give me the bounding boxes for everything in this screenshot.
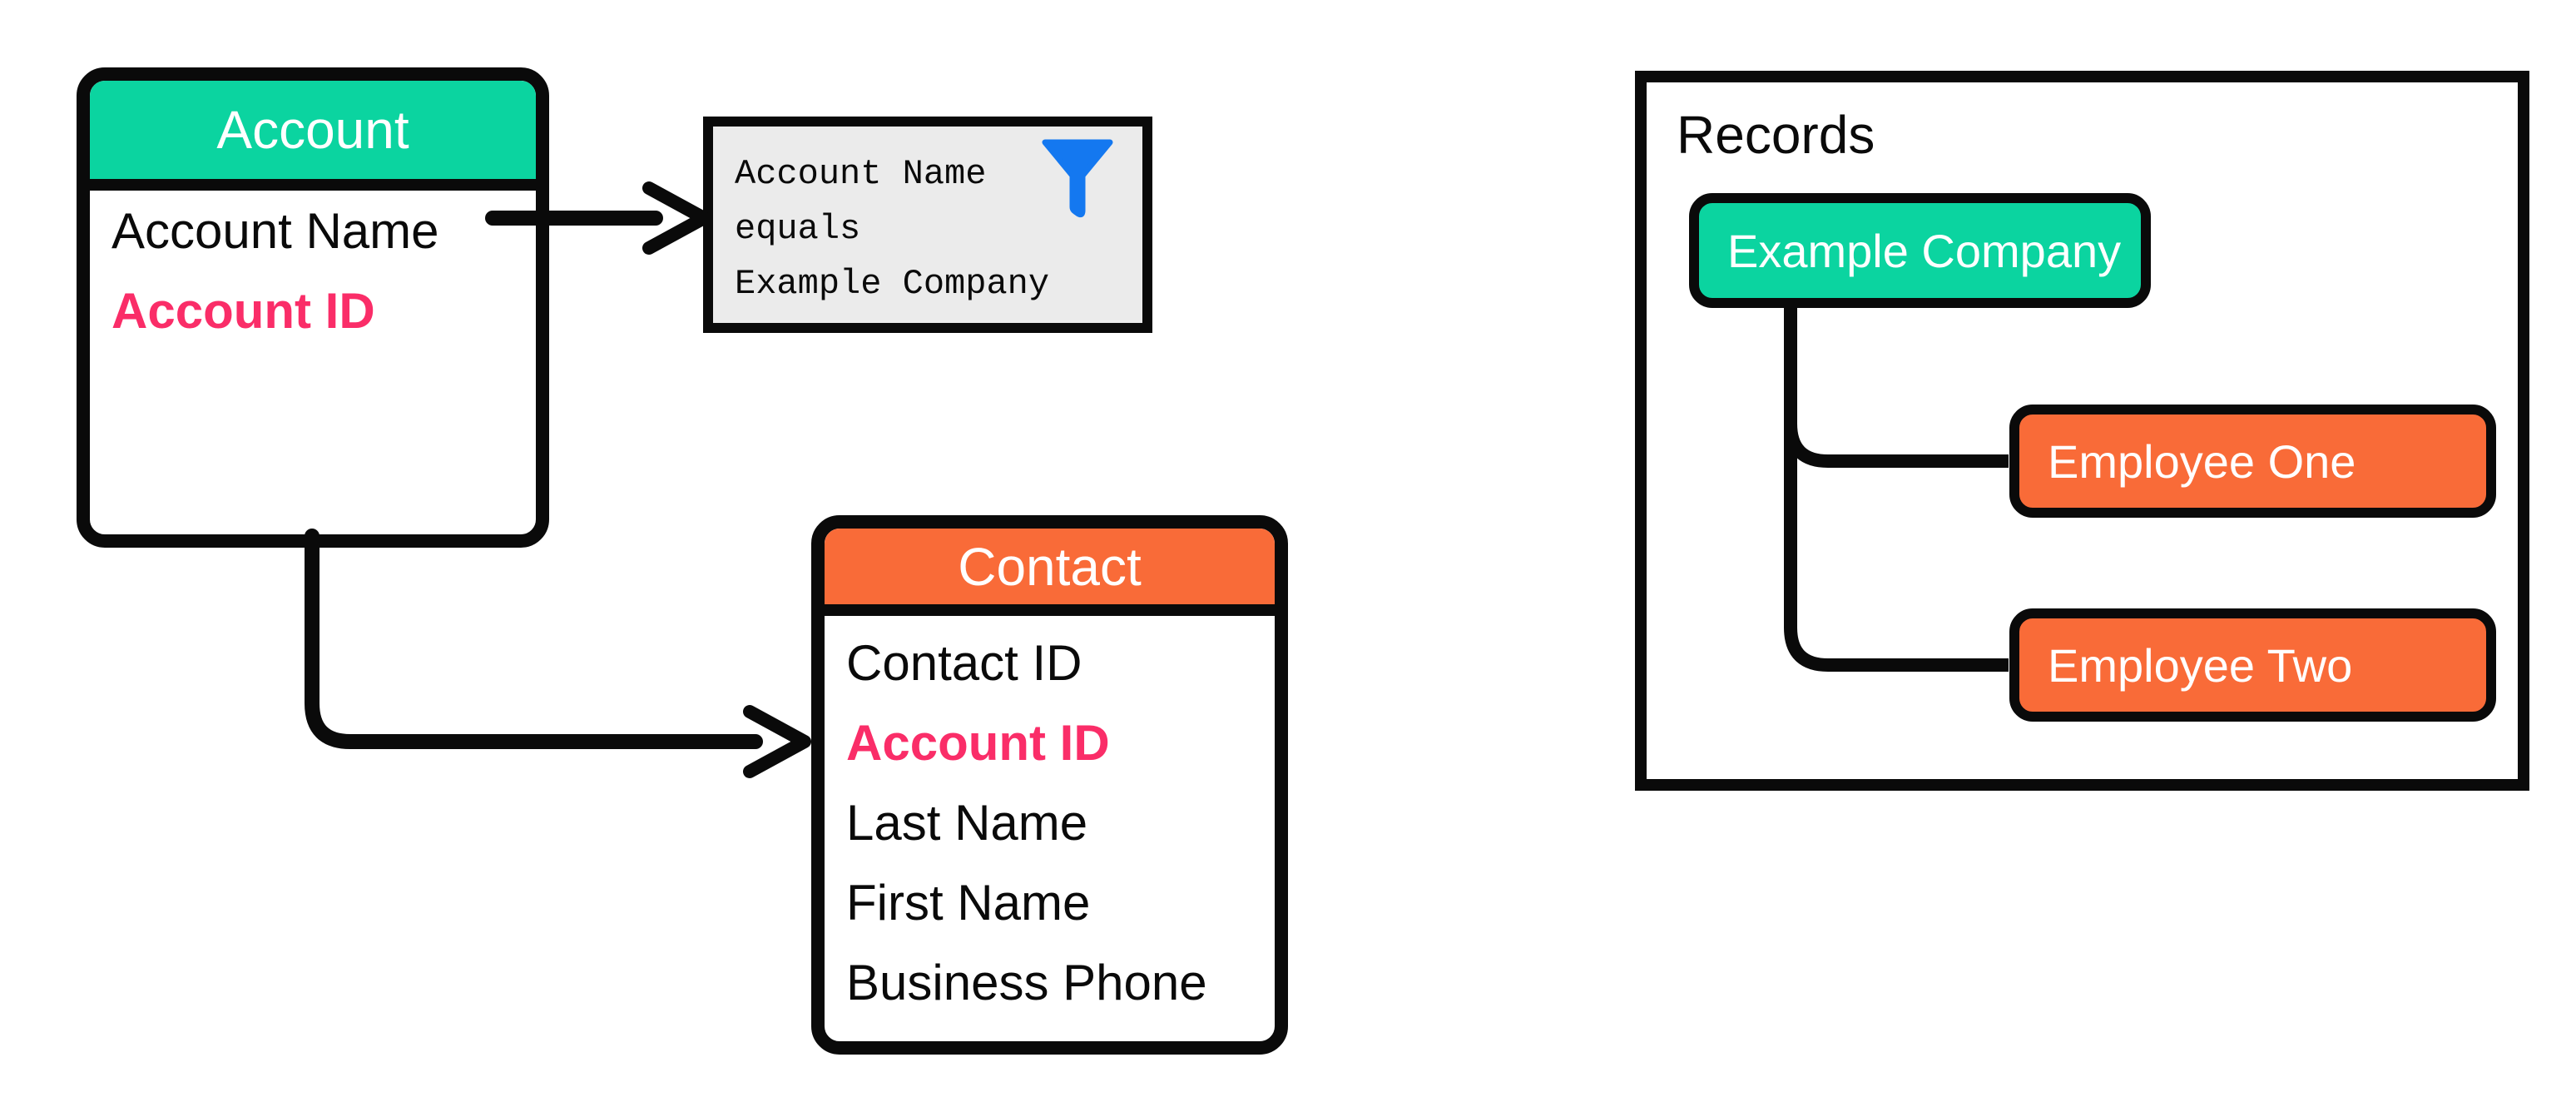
contact-entity: Contact Contact ID Account ID Last Name … — [811, 515, 1288, 1055]
contact-entity-header: Contact — [825, 529, 1275, 616]
record-employee-two-label: Employee Two — [2048, 638, 2353, 692]
record-example-company: Example Company — [1689, 193, 2151, 308]
account-name-to-filter-arrowhead — [642, 181, 711, 255]
filter-funnel-icon — [1042, 139, 1113, 218]
records-panel-title: Records — [1677, 105, 1875, 165]
contact-field-last-name: Last Name — [846, 794, 1088, 851]
record-employee-one-label: Employee One — [2048, 434, 2356, 488]
filter-note-line-operator: equals — [735, 209, 861, 249]
record-employee-one: Employee One — [2009, 405, 2496, 518]
account-entity: Account Account Name Account ID — [77, 67, 549, 548]
filter-note-text: Account Name equals Example Company — [735, 146, 1049, 311]
contact-field-business-phone: Business Phone — [846, 954, 1207, 1010]
account-entity-title: Account — [216, 100, 409, 160]
account-entity-fields: Account Name Account ID — [90, 191, 536, 350]
records-panel: Records Example Company Employee One Emp… — [1635, 71, 2529, 791]
account-entity-header: Account — [90, 81, 536, 191]
contact-field-contact-id: Contact ID — [846, 634, 1082, 691]
filter-note-line-field: Account Name — [735, 154, 987, 194]
record-employee-two: Employee Two — [2009, 608, 2496, 722]
record-example-company-label: Example Company — [1727, 224, 2122, 277]
account-field-account-name: Account Name — [111, 202, 439, 259]
filter-note-line-value: Example Company — [735, 264, 1050, 304]
contact-entity-title: Contact — [958, 536, 1142, 597]
account-field-account-id: Account ID — [111, 282, 375, 339]
account-to-contact-arrowhead — [743, 705, 811, 778]
contact-entity-fields: Contact ID Account ID Last Name First Na… — [825, 616, 1275, 1022]
filter-note: Account Name equals Example Company — [703, 117, 1152, 333]
contact-field-first-name: First Name — [846, 874, 1091, 931]
contact-field-account-id: Account ID — [846, 714, 1110, 771]
account-to-contact-line — [305, 529, 763, 749]
